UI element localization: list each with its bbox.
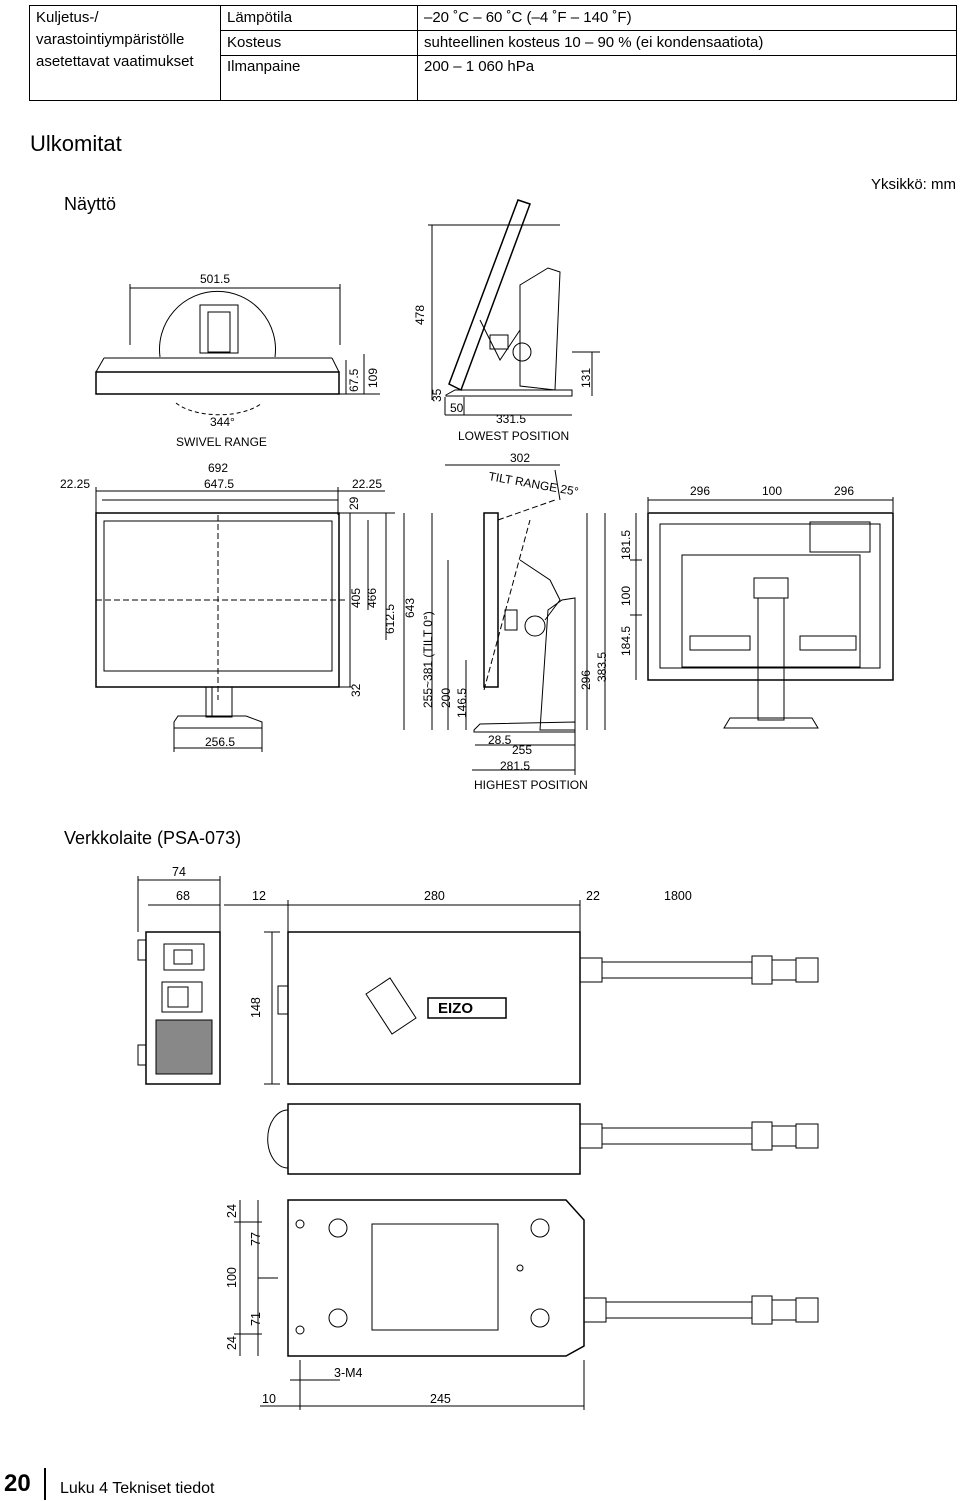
dim-top-width: 501.5 — [200, 272, 230, 286]
footer-divider — [44, 1468, 46, 1500]
dim-depth: 331.5 — [496, 412, 526, 426]
spec-category: Kuljetus-/ varastointiympäristölle asete… — [29, 5, 221, 101]
side-top-drawing — [428, 199, 600, 501]
spec-label-humidity: Kosteus — [220, 30, 418, 56]
dim-612: 612.5 — [383, 604, 397, 634]
dim-50: 50 — [450, 401, 464, 415]
dim-647: 647.5 — [204, 477, 234, 491]
dim-psu-71: 71 — [249, 1312, 263, 1326]
back-view-drawing — [630, 497, 894, 729]
spec-value-humidity: suhteellinen kosteus 10 – 90 % (ei konde… — [417, 30, 957, 56]
page-number: 20 — [4, 1470, 31, 1497]
dim-margin-right: 22.25 — [352, 477, 382, 491]
dim-405: 405 — [349, 588, 363, 608]
dim-back-right: 296 — [834, 484, 854, 498]
dim-255: 255 — [512, 743, 532, 757]
dim-psu-24a: 24 — [225, 1204, 239, 1218]
dim-swivel-angle: 344° — [210, 415, 235, 429]
psu-bottom-drawing — [234, 1199, 819, 1410]
top-view-drawing — [95, 284, 380, 416]
eizo-logo: EIZO — [438, 1000, 473, 1017]
dim-psu-148: 148 — [249, 997, 263, 1018]
dim-296-side: 296 — [579, 670, 593, 690]
front-view-drawing — [95, 487, 405, 752]
dim-281: 281.5 — [500, 759, 530, 773]
spec-label-pressure: Ilmanpaine — [220, 55, 418, 101]
dim-back-mid: 100 — [762, 484, 782, 498]
dim-29: 29 — [347, 496, 361, 510]
dim-margin-left: 22.25 — [60, 477, 90, 491]
dim-28: 28.5 — [488, 733, 512, 747]
psu-end-drawing — [137, 876, 221, 1085]
dim-stand-width: 256.5 — [205, 735, 235, 749]
dim-131: 131 — [579, 368, 593, 388]
dim-back-left: 296 — [690, 484, 710, 498]
dim-643: 643 — [403, 598, 417, 618]
dim-psu-245: 245 — [430, 1392, 451, 1406]
dim-32: 32 — [349, 683, 363, 697]
psu-heading: Verkkolaite (PSA-073) — [64, 828, 242, 848]
dim-psu-280: 280 — [424, 889, 445, 903]
dim-146: 146.5 — [455, 688, 469, 718]
dim-psu-screw: 3-M4 — [334, 1366, 363, 1380]
dim-height-range: 255~381 (TILT 0°) — [421, 611, 435, 708]
dim-h2: 109 — [366, 368, 380, 388]
unit-label: Yksikkö: mm — [870, 176, 956, 193]
dim-psu-12: 12 — [252, 889, 266, 903]
dim-psu-24b: 24 — [225, 1336, 239, 1350]
psu-top-drawing — [224, 900, 819, 1085]
dim-184: 184.5 — [619, 626, 633, 656]
dim-psu-74: 74 — [172, 865, 186, 879]
dim-highest-label: HIGHEST POSITION — [474, 778, 588, 792]
storage-spec-table: Kuljetus-/ varastointiympäristölle asete… — [29, 5, 957, 101]
dim-psu-100: 100 — [225, 1267, 239, 1288]
dim-181: 181.5 — [619, 530, 633, 560]
dim-302: 302 — [510, 451, 530, 465]
dim-466: 466 — [365, 588, 379, 608]
dim-psu-77: 77 — [249, 1232, 263, 1246]
dim-psu-10: 10 — [262, 1392, 276, 1406]
dim-psu-68: 68 — [176, 889, 190, 903]
dim-psu-1800: 1800 — [664, 889, 692, 903]
dim-383: 383.5 — [595, 652, 609, 682]
side-front-drawing — [431, 499, 606, 775]
psu-side-drawing — [267, 1103, 819, 1175]
dim-35: 35 — [430, 388, 444, 402]
section-title: Ulkomitat — [30, 131, 122, 156]
chapter-title: Luku 4 Tekniset tiedot — [60, 1480, 215, 1497]
spec-value-pressure: 200 – 1 060 hPa — [417, 55, 957, 101]
dim-200: 200 — [439, 688, 453, 708]
dim-tilt-range: TILT RANGE 25° — [487, 469, 579, 499]
dim-692: 692 — [208, 461, 228, 475]
dim-lowest-label: LOWEST POSITION — [458, 429, 569, 443]
dim-100-back: 100 — [619, 586, 633, 606]
dim-swivel-label: SWIVEL RANGE — [176, 435, 267, 449]
display-heading: Näyttö — [64, 194, 117, 214]
dim-psu-22: 22 — [586, 889, 600, 903]
dim-height-478: 478 — [413, 305, 427, 325]
dim-h1: 67.5 — [347, 368, 361, 392]
